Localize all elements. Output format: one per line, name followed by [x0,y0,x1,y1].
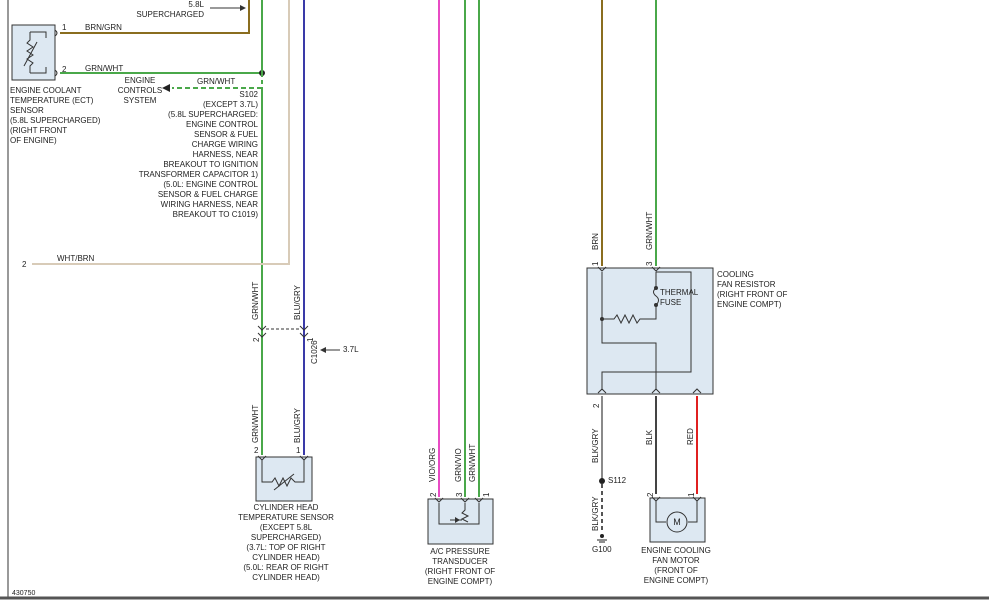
wht-brn-label: WHT/BRN [57,254,95,263]
c1026-wire-right-label: BLU/GRY [293,285,302,320]
resistor-pin-bottom: 2 [592,403,601,408]
splice-s112-dot [599,478,605,484]
fan-wire-right-label: RED [686,428,695,445]
thermal-fuse-label: THERMAL FUSE [660,288,699,307]
ect-sensor-box [11,24,56,81]
ecs-label: ENGINE CONTROLS SYSTEM [117,76,163,105]
cht-sensor-title: CYLINDER HEAD TEMPERATURE SENSOR (EXCEPT… [238,503,334,582]
resistor-wire-left-label: BRN [591,233,600,250]
fan-resistor-symbol [602,313,643,325]
supercharged-arrowhead [240,5,246,11]
c1026-connector-name: C1026 [310,340,319,364]
wht-brn-pin: 2 [22,260,27,269]
supercharged-note: 5.8L SUPERCHARGED [136,0,204,19]
ecs-wire-label: GRN/WHT [197,77,236,86]
ect-wire2-label: GRN/WHT [85,64,124,73]
ect-sensor-title: ENGINE COOLANT TEMPERATURE (ECT) SENSOR … [10,86,101,145]
ground-g100-label: G100 [592,545,612,554]
ecs-arrowhead [162,84,170,92]
splice-s102-description: S102 (EXCEPT 3.7L) (5.8L SUPERCHARGED: E… [138,90,258,219]
cht-pin-left: 2 [254,446,259,455]
acpt-wire-grn-vio-label: GRN/VIO [454,448,463,482]
acpt-pin-2: 2 [429,492,438,497]
fan-pin-left: 2 [646,492,655,497]
fan-motor-title: ENGINE COOLING FAN MOTOR (FRONT OF ENGIN… [641,546,711,585]
thermal-fuse-symbol [653,287,659,306]
fan-pin-right: 1 [687,492,696,497]
cht-thermistor-symbol [261,460,305,488]
fan-motor-symbol [666,511,688,533]
splice-s112-label: S112 [608,476,627,485]
c1026-wire-left-label: GRN/WHT [251,281,260,320]
acpt-pin-3: 3 [455,492,464,497]
ect-thermistor-symbol [26,32,34,73]
resistor-title: COOLING FAN RESISTOR (RIGHT FRONT OF ENG… [717,270,788,309]
acpt-wire-vio-org-label: VIO/ORG [428,447,437,482]
c1026-note: 3.7L [343,345,359,354]
ect-thermistor-diagonal [23,41,38,67]
cht-wire-right-label: BLU/GRY [293,408,302,443]
ac-transducer-box [427,498,494,545]
figure-id: 430750 [12,590,36,597]
ac-transducer-symbol [460,503,470,523]
fan-wire-left-label: BLK [645,429,654,445]
ect-wire1-label: BRN/GRN [85,23,122,32]
ect-pin2: 2 [62,65,67,74]
wire-wht-brn [32,0,290,265]
resistor-pin-right: 3 [645,261,654,266]
fan-motor-letter: M [673,517,681,527]
resistor-pin-left: 1 [591,261,600,266]
cht-wire-left-label: GRN/WHT [251,404,260,443]
acpt-pin-1: 1 [482,492,491,497]
c1026-arrowhead [320,347,326,353]
acpt-wire-grn-wht-label: GRN/WHT [468,443,477,482]
wire-brn-grn [60,0,250,34]
ground-wire-b-label: BLK/GRY [591,496,600,531]
ground-wire-a-label: BLK/GRY [591,428,600,463]
cooling-fan-resistor-box [586,267,714,395]
acpt-title: A/C PRESSURE TRANSDUCER (RIGHT FRONT OF … [424,547,496,586]
c1026-pin-left: 2 [252,337,261,342]
resistor-wire-right-label: GRN/WHT [645,211,654,250]
cht-pin-right: 1 [296,446,301,455]
ect-pin1: 1 [62,23,67,32]
